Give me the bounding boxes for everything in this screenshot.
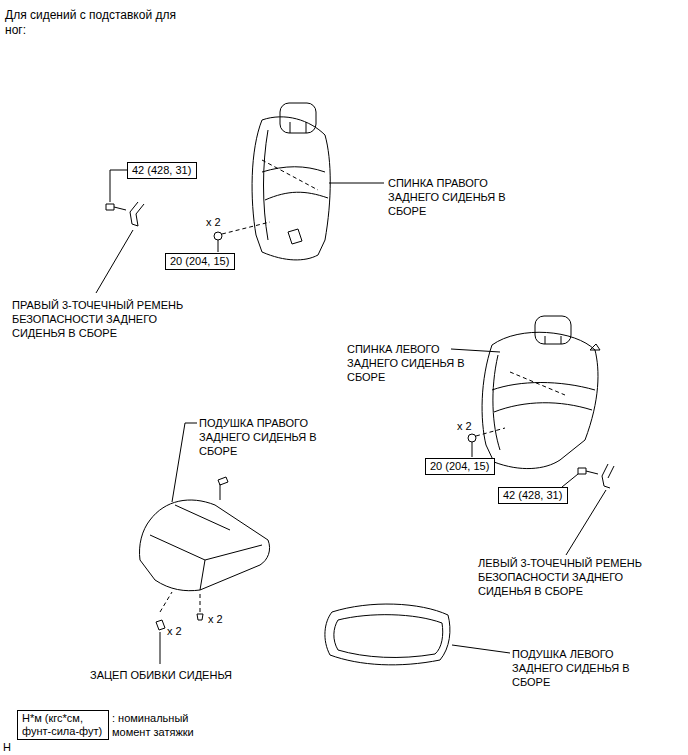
nut (468, 434, 476, 442)
part-name: СПИНКА ЛЕВОГО ЗАДНЕГО СИДЕНЬЯ В СБОРЕ (347, 342, 465, 384)
legend-box: Н*м (кгс*см, фунт-сила-фут) (17, 710, 109, 740)
seat-clip (156, 620, 165, 630)
nut (197, 614, 203, 620)
torque-value: 20 (204, 15) (430, 460, 490, 473)
torque-box: 42 (428, 31) (498, 487, 568, 504)
torque-value: 20 (204, 15) (170, 255, 230, 268)
quantity: x 2 (167, 624, 197, 638)
torque-value: Н*м (кгс*см, фунт-сила-фут) (22, 712, 104, 738)
quantity: x 2 (206, 215, 236, 229)
right-cushion (139, 477, 269, 591)
page-title: Для сидений с подставкой для ног: (5, 8, 177, 38)
torque-box: 42 (428, 31) (127, 162, 197, 179)
part-name: ПОДУШКА ПРАВОГО ЗАДНЕГО СИДЕНЬЯ В СБОРЕ (199, 416, 317, 458)
part-name: ЗАЦЕП ОБИВКИ СИДЕНЬЯ (90, 668, 260, 682)
right-seatback (252, 103, 330, 260)
figure-code: H (3, 740, 17, 754)
right-belt-anchor (96, 170, 144, 293)
quantity: x 2 (457, 419, 487, 433)
left-seatback (482, 316, 600, 469)
part-name: СПИНКА ПРАВОГО ЗАДНЕГО СИДЕНЬЯ В СБОРЕ (388, 176, 506, 218)
legend-text: : номинальный момент затяжки (112, 711, 204, 739)
left-cushion (325, 604, 450, 665)
part-name: ПОДУШКА ЛЕВОГО ЗАДНЕГО СИДЕНЬЯ В СБОРЕ (512, 647, 630, 689)
nut (214, 232, 222, 240)
left-belt-anchor (562, 464, 614, 555)
quantity: x 2 (208, 612, 238, 626)
torque-box: 20 (204, 15) (165, 253, 235, 270)
torque-value: 42 (428, 31) (503, 489, 563, 502)
part-name: ЛЕВЫЙ 3-ТОЧЕЧНЫЙ РЕМЕНЬ БЕЗОПАСНОСТИ ЗАД… (478, 556, 658, 598)
torque-box: 20 (204, 15) (425, 458, 495, 475)
part-name: ПРАВЫЙ 3-ТОЧЕЧНЫЙ РЕМЕНЬ БЕЗОПАСНОСТИ ЗА… (12, 298, 184, 340)
torque-value: 42 (428, 31) (132, 164, 192, 177)
